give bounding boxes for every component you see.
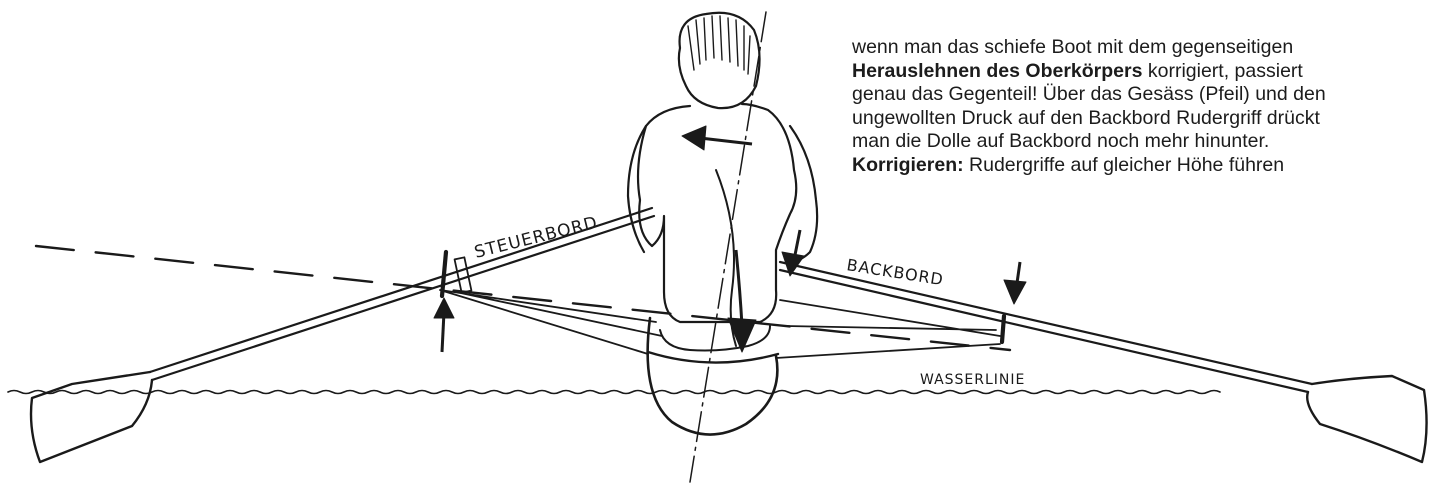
label-backbord: BACKBORD [845, 255, 945, 289]
label-wasserlinie: WASSERLINIE [920, 372, 1025, 388]
caption-line-2-bold: Herauslehnen des Oberkörpers [852, 60, 1142, 82]
caption-line-6: Korrigieren: Rudergriffe auf gleicher Hö… [852, 154, 1432, 178]
steuerbord-oarlock-gate [455, 257, 472, 292]
caption-line-3: genau das Gegenteil! Über das Gesäss (Pf… [852, 83, 1432, 107]
steuerbord-oarlock [442, 252, 446, 296]
caption-line-5: man die Dolle auf Backbord noch mehr hin… [852, 130, 1432, 154]
rigger-backbord [776, 300, 1000, 358]
rigger-steuerbord [440, 290, 662, 354]
caption-line-2: Herauslehnen des Oberkörpers korrigiert,… [852, 60, 1432, 84]
backbord-down-arrowhead-icon [1004, 280, 1026, 304]
caption-line-2-rest: korrigiert, passiert [1142, 60, 1302, 82]
rower-head [679, 13, 760, 108]
caption-line-6-rest: Rudergriffe auf gleicher Höhe führen [964, 154, 1285, 176]
boat-hull-rim [648, 352, 778, 363]
lean-arrow-icon [700, 138, 752, 144]
waterline [8, 391, 1220, 394]
seat-pressure-arrow-icon [736, 250, 742, 326]
steuerbord-oar-blade [31, 372, 152, 462]
rower-hair [688, 16, 750, 74]
caption-line-6-bold: Korrigieren: [852, 154, 964, 176]
caption-line-1: wenn man das schiefe Boot mit dem gegens… [852, 36, 1432, 60]
caption-line-4: ungewollten Druck auf den Backbord Ruder… [852, 107, 1432, 131]
backbord-oarlock [1002, 316, 1004, 342]
steuerbord-oar-shaft-lower [152, 216, 654, 380]
backbord-oar-shaft-lower [780, 270, 1308, 392]
steuerbord-up-arrowhead-icon [434, 298, 454, 318]
vertical-axis-line [690, 12, 766, 482]
backbord-oar-blade [1307, 376, 1426, 462]
explanation-text: wenn man das schiefe Boot mit dem gegens… [852, 36, 1432, 177]
backbord-oar-shaft [780, 262, 1312, 384]
rower-torso [638, 104, 796, 322]
boat-hull [648, 318, 778, 435]
lean-arrowhead-icon [682, 126, 706, 150]
